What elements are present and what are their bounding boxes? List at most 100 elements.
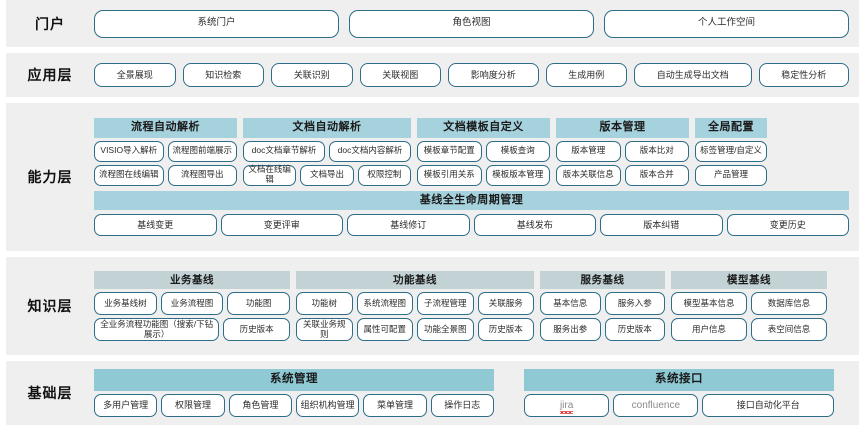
cap-item-doc-chapter-parse[interactable]: doc文档章节解析 [243,140,325,162]
base-group-system-interface: 系统接口 jira confluence 接口自动化平台 [524,369,834,417]
layer-body-base: 系统管理 多用户管理 权限管理 角色管理 组织机构管理 菜单管理 操作日志 系统… [94,361,859,425]
app-item-panorama[interactable]: 全景展现 [94,63,176,87]
app-item-relation-recognition[interactable]: 关联识别 [271,63,353,87]
kn-item-function-tree[interactable]: 功能树 [296,292,353,316]
group-row: 用户信息 表空间信息 [671,318,827,342]
cap-item-tag-management-custom[interactable]: 标签管理/自定义 [695,140,767,162]
cap-item-permission-control[interactable]: 权限控制 [357,164,411,186]
kn-item-full-business-process-function-chart[interactable]: 全业务流程功能图（搜索/下钻展示） [94,318,220,342]
kn-item-history-version-business[interactable]: 历史版本 [223,318,290,342]
kn-item-service-input-params[interactable]: 服务入参 [604,292,665,316]
lifecycle-item-baseline-revision[interactable]: 基线修订 [347,213,470,236]
group-title-function-baseline: 功能基线 [296,270,534,290]
cap-item-template-reference-relation[interactable]: 模板引用关系 [417,164,482,186]
cap-item-flowchart-online-edit[interactable]: 流程图在线编辑 [94,164,164,186]
group-row: 基本信息 服务入参 [540,292,665,316]
capability-group-doc-parse: 文档自动解析 doc文档章节解析 doc文档内容解析 文档在线编辑 文档导出 权… [243,118,411,186]
group-title-doc-parse: 文档自动解析 [243,118,411,138]
lifecycle-item-baseline-release[interactable]: 基线发布 [473,213,596,236]
lifecycle-item-change-history[interactable]: 变更历史 [726,213,849,236]
app-item-auto-export-doc[interactable]: 自动生成导出文档 [634,63,752,87]
portal-item-system-portal[interactable]: 系统门户 [94,9,339,38]
portal-item-role-view[interactable]: 角色视图 [349,9,594,38]
cap-item-visio-import-parse[interactable]: VISIO导入解析 [94,140,164,162]
cap-item-template-chapter-config[interactable]: 模板章节配置 [417,140,482,162]
kn-item-user-info[interactable]: 用户信息 [671,318,747,342]
confluence-logo-text: confluence [631,399,681,411]
cap-item-doc-content-parse[interactable]: doc文档内容解析 [329,140,411,162]
cap-item-version-merge[interactable]: 版本合并 [624,164,689,186]
capability-group-version-management: 版本管理 版本管理 版本比对 版本关联信息 版本合并 [556,118,689,186]
base-item-permission-management[interactable]: 权限管理 [161,393,225,417]
knowledge-groups: 业务基线 业务基线树 业务流程图 功能图 全业务流程功能图（搜索/下钻展示） 历… [94,270,849,342]
app-item-relation-view[interactable]: 关联视图 [359,63,441,87]
jira-logo-text: jira [559,399,574,414]
cap-item-version-management[interactable]: 版本管理 [556,140,621,162]
group-row: doc文档章节解析 doc文档内容解析 [243,140,411,162]
base-item-confluence[interactable]: confluence [613,393,699,417]
cap-item-flowchart-export[interactable]: 流程图导出 [167,164,237,186]
lifecycle-item-version-correction[interactable]: 版本纠错 [600,213,723,236]
base-item-jira[interactable]: jira [524,393,610,417]
cap-item-version-compare[interactable]: 版本比对 [624,140,689,162]
base-item-role-management[interactable]: 角色管理 [228,393,292,417]
kn-item-business-baseline-tree[interactable]: 业务基线树 [94,292,157,316]
kn-item-service-output-params[interactable]: 服务出参 [540,318,601,342]
kn-item-attribute-configurable[interactable]: 属性可配置 [356,318,413,342]
app-item-knowledge-search[interactable]: 知识检索 [182,63,264,87]
lifecycle-item-baseline-change[interactable]: 基线变更 [94,213,217,236]
knowledge-group-service-baseline: 服务基线 基本信息 服务入参 服务出参 历史版本 [540,270,665,342]
group-row: VISIO导入解析 流程图前端展示 [94,140,237,162]
kn-item-history-version-service[interactable]: 历史版本 [604,318,665,342]
group-row: 版本管理 版本比对 [556,140,689,162]
kn-item-history-version-function[interactable]: 历史版本 [477,318,534,342]
app-item-impact-analysis[interactable]: 影响度分析 [448,63,539,87]
cap-item-product-management[interactable]: 产品管理 [695,164,767,186]
layer-label-base: 基础层 [27,385,73,401]
base-item-interface-automation-platform[interactable]: 接口自动化平台 [702,393,834,417]
layer-band-application: 应用层 全景展现 知识检索 关联识别 关联视图 影响度分析 生成用例 自动生成导… [6,53,859,97]
group-title-service-baseline: 服务基线 [540,270,665,290]
base-item-multi-user-management[interactable]: 多用户管理 [94,393,158,417]
kn-item-related-service[interactable]: 关联服务 [477,292,534,316]
lifecycle-item-change-review[interactable]: 变更评审 [220,213,343,236]
cap-item-template-query[interactable]: 模板查询 [485,140,550,162]
cap-item-doc-online-edit[interactable]: 文档在线编辑 [243,164,297,186]
kn-item-model-basic-info[interactable]: 模型基本信息 [671,292,747,316]
cap-item-version-relation-info[interactable]: 版本关联信息 [556,164,621,186]
group-row: 模板章节配置 模板查询 [417,140,550,162]
cap-item-flowchart-frontend-display[interactable]: 流程图前端展示 [167,140,237,162]
group-row: 服务出参 历史版本 [540,318,665,342]
base-item-org-structure-management[interactable]: 组织机构管理 [295,393,360,417]
group-title-model-baseline: 模型基线 [671,270,827,290]
app-item-generate-usecase[interactable]: 生成用例 [545,63,627,87]
group-row: 全业务流程功能图（搜索/下钻展示） 历史版本 [94,318,290,342]
capability-group-global-config: 全局配置 标签管理/自定义 产品管理 [695,118,767,186]
capability-group-doc-template: 文档模板自定义 模板章节配置 模板查询 模板引用关系 模板版本管理 [417,118,550,186]
kn-item-subprocess-management[interactable]: 子流程管理 [417,292,474,316]
layer-band-capability: 能力层 流程自动解析 VISIO导入解析 流程图前端展示 流程图在线编辑 流程图… [6,103,859,251]
app-item-stability-analysis[interactable]: 稳定性分析 [758,63,849,87]
kn-item-database-info[interactable]: 数据库信息 [751,292,827,316]
layer-body-application: 全景展现 知识检索 关联识别 关联视图 影响度分析 生成用例 自动生成导出文档 … [94,53,859,97]
kn-item-service-basic-info[interactable]: 基本信息 [540,292,601,316]
group-title-system-interface: 系统接口 [524,369,834,391]
kn-item-system-flowchart[interactable]: 系统流程图 [356,292,413,316]
knowledge-group-function-baseline: 功能基线 功能树 系统流程图 子流程管理 关联服务 关联业务规则 属性可配置 功… [296,270,534,342]
kn-item-function-panorama[interactable]: 功能全景图 [417,318,474,342]
cap-item-template-version-management[interactable]: 模板版本管理 [485,164,550,186]
group-title-process-parse: 流程自动解析 [94,118,237,138]
kn-item-tablespace-info[interactable]: 表空间信息 [751,318,827,342]
base-item-menu-management[interactable]: 菜单管理 [363,393,427,417]
group-row: 版本关联信息 版本合并 [556,164,689,186]
capability-lifecycle-group: 基线全生命周期管理 基线变更 变更评审 基线修订 基线发布 版本纠错 变更历史 [94,190,849,236]
kn-item-related-business-rule[interactable]: 关联业务规则 [296,318,353,342]
portal-items-row: 系统门户 角色视图 个人工作空间 [94,9,849,38]
group-row: 流程图在线编辑 流程图导出 [94,164,237,186]
cap-item-doc-export[interactable]: 文档导出 [300,164,354,186]
base-item-operation-log[interactable]: 操作日志 [430,393,494,417]
kn-item-business-flowchart[interactable]: 业务流程图 [160,292,224,316]
kn-item-function-chart[interactable]: 功能图 [227,292,291,316]
portal-item-personal-workspace[interactable]: 个人工作空间 [604,9,849,38]
